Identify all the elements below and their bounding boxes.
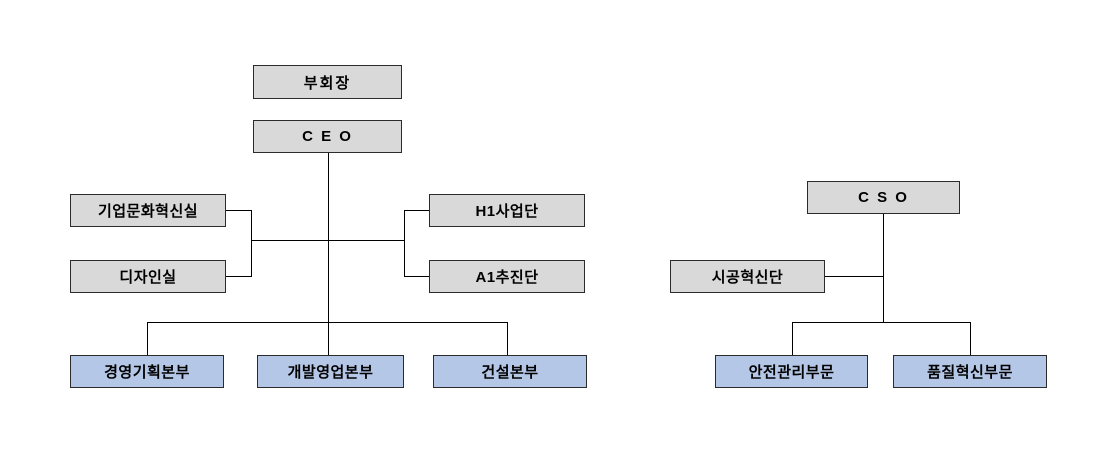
org-box-label-safety-management-division: 안전관리부문 [748, 364, 835, 381]
org-box-label-ceo: C E O [302, 128, 353, 145]
org-box-development-sales-hq: 개발영업본부 [257, 355, 404, 388]
connector-line-drop-management-planning [147, 322, 149, 355]
org-box-label-a1-promotion-group: A1추진단 [475, 269, 539, 286]
connector-line-cso-vertical [883, 214, 885, 323]
org-box-h1-business-group: H1사업단 [429, 194, 585, 227]
org-box-label-vice-chairman: 부회장 [303, 74, 352, 92]
org-box-label-construction-innovation-group: 시공혁신단 [711, 269, 784, 286]
org-box-a1-promotion-group: A1추진단 [429, 260, 585, 293]
org-box-label-h1-business-group: H1사업단 [475, 203, 539, 220]
connector-line-drop-safety-management [792, 322, 794, 355]
org-box-management-planning-hq: 경영기획본부 [70, 355, 224, 388]
connector-line-design-office-stub [226, 276, 252, 278]
connector-line-ceo-bottom-horizontal [147, 322, 508, 324]
connector-line-construction-innovation-stub [825, 276, 883, 278]
org-box-corporate-culture-innovation-office: 기업문화혁신실 [70, 194, 226, 227]
org-box-quality-innovation-division: 품질혁신부문 [893, 355, 1047, 388]
org-box-design-office: 디자인실 [70, 260, 226, 293]
connector-line-culture-office-stub [226, 210, 252, 212]
org-box-safety-management-division: 안전관리부문 [715, 355, 868, 388]
connector-line-ceo-to-dev-sales-vertical [328, 153, 330, 355]
connector-line-h1-group-stub [404, 210, 429, 212]
connector-line-left-bracket-vertical [251, 210, 253, 277]
connector-line-drop-quality-innovation [970, 322, 972, 355]
org-box-label-design-office: 디자인실 [119, 269, 177, 286]
org-box-label-cso: C S O [858, 189, 909, 206]
org-box-label-corporate-culture-innovation-office: 기업문화혁신실 [97, 203, 199, 220]
org-box-label-construction-hq: 건설본부 [481, 364, 539, 381]
org-box-label-quality-innovation-division: 품질혁신부문 [927, 364, 1013, 381]
org-box-construction-hq: 건설본부 [433, 355, 587, 388]
org-box-vice-chairman: 부회장 [253, 65, 402, 99]
org-box-label-development-sales-hq: 개발영업본부 [287, 364, 374, 381]
connector-line-a1-group-stub [404, 276, 429, 278]
connector-line-right-bracket-vertical [404, 210, 406, 277]
org-box-label-management-planning-hq: 경영기획본부 [104, 364, 190, 381]
org-box-ceo: C E O [253, 120, 402, 153]
org-box-cso: C S O [807, 181, 960, 214]
connector-line-drop-construction-hq [507, 322, 509, 355]
org-box-construction-innovation-group: 시공혁신단 [670, 260, 825, 293]
connector-line-mid-horizontal [251, 240, 405, 242]
connector-line-cso-bottom-horizontal [792, 322, 970, 324]
